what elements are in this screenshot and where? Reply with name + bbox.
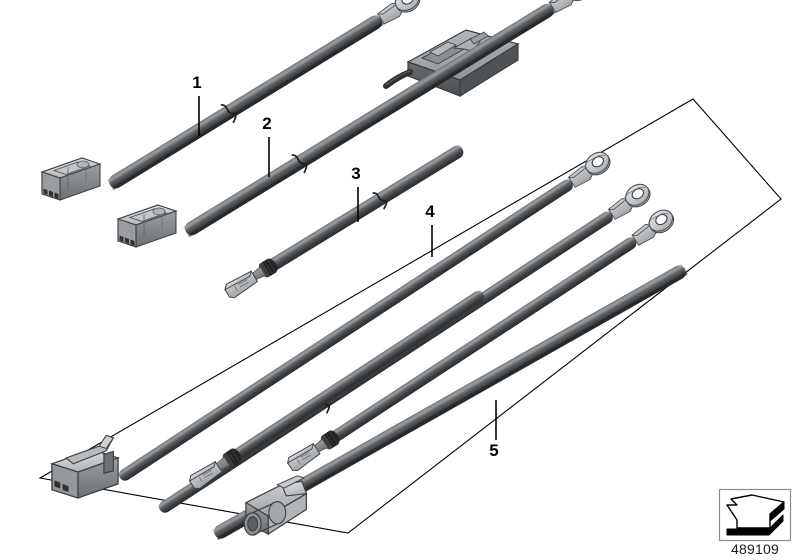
cable-assembly-4-c bbox=[284, 205, 679, 474]
callout-5: 5 bbox=[489, 400, 499, 460]
connector-bottom-left bbox=[49, 434, 121, 499]
callout-5-label: 5 bbox=[489, 441, 498, 460]
cable-assembly-4-d bbox=[186, 290, 485, 492]
callouts: 1 2 3 4 5 bbox=[192, 73, 498, 460]
cable-assembly-2 bbox=[117, 0, 596, 248]
callout-2: 2 bbox=[262, 114, 272, 177]
kit-grouping-outline bbox=[38, 98, 782, 534]
callout-2-label: 2 bbox=[262, 114, 271, 133]
callout-4: 4 bbox=[425, 202, 435, 257]
connector-bottom-angled bbox=[243, 475, 308, 536]
corner-index: 489109 bbox=[718, 488, 792, 557]
cable-assembly-1 bbox=[41, 0, 425, 201]
callout-1-label: 1 bbox=[192, 73, 201, 92]
part-number: 489109 bbox=[731, 541, 779, 557]
callout-1: 1 bbox=[192, 73, 202, 136]
cable-assembly-5 bbox=[212, 264, 688, 540]
callout-3: 3 bbox=[351, 164, 361, 222]
view-orientation-icon bbox=[726, 494, 785, 536]
callout-3-label: 3 bbox=[351, 164, 360, 183]
callout-4-label: 4 bbox=[425, 202, 435, 221]
cable-assembly-4-a bbox=[117, 147, 615, 481]
